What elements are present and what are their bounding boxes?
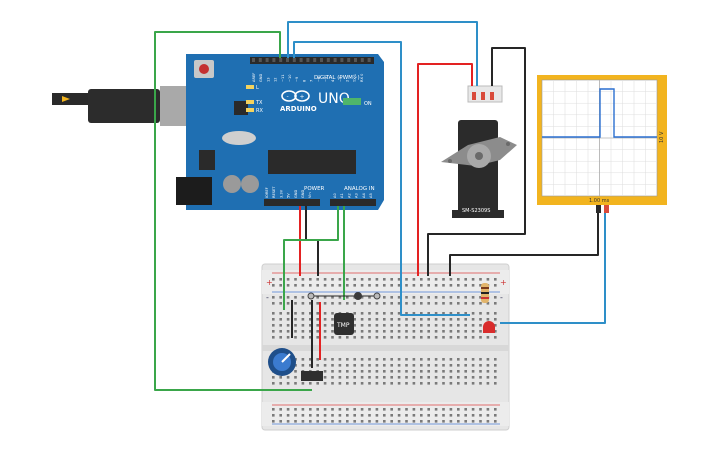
scope-grid bbox=[542, 80, 657, 196]
digital-pin-label: ~11 bbox=[281, 74, 285, 82]
scope-volt-label: 10 V bbox=[659, 131, 665, 143]
analog-label: ANALOG IN bbox=[344, 186, 375, 192]
analog-pin-label: A4 bbox=[362, 193, 366, 198]
digital-header bbox=[252, 58, 371, 62]
power-pin-label: RESET bbox=[272, 186, 276, 198]
wires bbox=[154, 21, 606, 391]
analog-pin-label: A0 bbox=[333, 193, 337, 198]
analog-pin-label: A1 bbox=[340, 193, 344, 198]
digital-pin-label: 2 bbox=[346, 80, 350, 82]
rail-minus-right: - bbox=[500, 293, 503, 302]
servo-label: SM-S2309S bbox=[462, 208, 490, 214]
sensor-label: TMP bbox=[336, 322, 350, 329]
rail-plus-right: + bbox=[500, 278, 507, 287]
oscilloscope[interactable]: 1.00 ms 10 V bbox=[537, 75, 667, 213]
digital-pin-label: TX 1 bbox=[353, 74, 357, 83]
digital-pin-label: ~6 bbox=[317, 76, 321, 82]
digital-pin-label: 4 bbox=[331, 79, 335, 82]
digital-pin-label: ~10 bbox=[288, 74, 292, 82]
digital-pin-label: ~5 bbox=[324, 77, 328, 82]
breadboard[interactable]: + - + - bbox=[261, 263, 510, 431]
svg-text:+: + bbox=[300, 94, 305, 101]
analog-pin-label: A5 bbox=[369, 193, 373, 198]
scope-trace bbox=[542, 88, 657, 138]
power-pin-label: 3.3V bbox=[279, 189, 283, 198]
breadboard-holes bbox=[272, 278, 497, 423]
rail-plus-left: + bbox=[266, 278, 273, 287]
digital-pin-label: 12 bbox=[274, 77, 278, 82]
digital-pin-label: 7 bbox=[310, 80, 314, 82]
led-l-label: L bbox=[256, 85, 259, 91]
svg-text:-: - bbox=[287, 94, 289, 101]
digital-pin-label: GND bbox=[259, 74, 263, 82]
rail-minus-left: - bbox=[266, 293, 269, 302]
led-tx-label: TX bbox=[255, 100, 263, 106]
usb-plug-icon bbox=[52, 86, 196, 126]
digital-pin-label: RX 0 bbox=[360, 73, 364, 82]
digital-pin-label: 8 bbox=[302, 79, 306, 82]
small-caps bbox=[307, 292, 381, 300]
switch-component[interactable] bbox=[301, 371, 323, 381]
digital-pin-label: AREF bbox=[252, 73, 256, 82]
analog-pin-label: A2 bbox=[347, 193, 351, 198]
power-pin-label: GND bbox=[294, 190, 298, 198]
led-icon bbox=[483, 321, 495, 333]
digital-pin-label: 13 bbox=[266, 77, 270, 82]
digital-label: DIGITAL (PWM~) bbox=[314, 75, 360, 81]
arduino-logo-icon: - + bbox=[281, 90, 310, 102]
resistor-icon bbox=[481, 283, 489, 303]
on-led-label: ON bbox=[364, 101, 372, 107]
reset-button[interactable] bbox=[199, 64, 209, 74]
power-pin-label: Vin bbox=[308, 192, 312, 198]
power-pin-label: 5V bbox=[287, 193, 291, 198]
led-rx-label: RX bbox=[256, 108, 263, 114]
arduino-uno-board[interactable]: - + ARDUINO UNO DIGITAL (PWM~) POWER ANA… bbox=[52, 54, 384, 210]
scope-time-label: 1.00 ms bbox=[589, 198, 610, 204]
digital-pin-label: ~9 bbox=[295, 76, 299, 82]
power-pin-label: GND bbox=[301, 190, 305, 198]
temperature-sensor[interactable]: TMP bbox=[334, 313, 354, 335]
analog-pin-label: A3 bbox=[355, 193, 359, 198]
brand-label: ARDUINO bbox=[280, 105, 317, 113]
model-label: UNO bbox=[318, 91, 350, 107]
pot-knob-icon[interactable] bbox=[268, 348, 296, 376]
power-pin-label: IOREF bbox=[265, 187, 269, 198]
power-label: POWER bbox=[304, 186, 325, 192]
servo-motor[interactable]: SM-S2309S bbox=[441, 85, 517, 218]
digital-pin-label: ~3 bbox=[338, 77, 342, 82]
